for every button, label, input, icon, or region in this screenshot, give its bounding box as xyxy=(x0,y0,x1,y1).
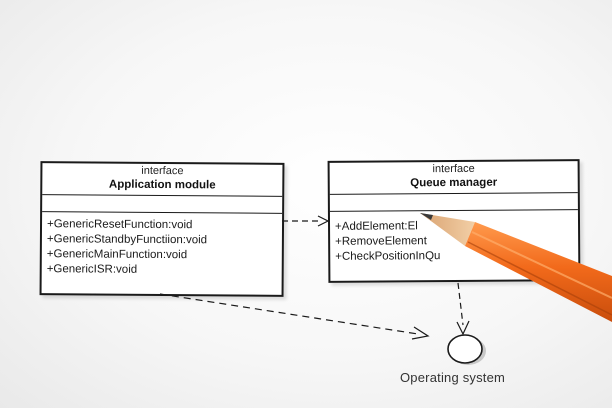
pencil-body xyxy=(465,222,612,322)
pencil xyxy=(420,213,612,322)
dependency-line-queue-to-os xyxy=(457,282,464,326)
pencil-highlight xyxy=(471,231,612,299)
arrowhead-app-to-queue xyxy=(317,215,330,227)
arrowhead-queue-to-os xyxy=(456,320,470,336)
arrowhead-app-to-os xyxy=(411,326,430,340)
pencil-edge xyxy=(467,241,612,316)
operating-system-label: Operating system xyxy=(400,370,506,385)
os-interface-circle xyxy=(447,334,483,364)
dependency-line-app-to-os xyxy=(159,293,419,335)
pencil-lead-tip xyxy=(420,213,433,220)
pencil-wood-tip xyxy=(420,213,475,246)
